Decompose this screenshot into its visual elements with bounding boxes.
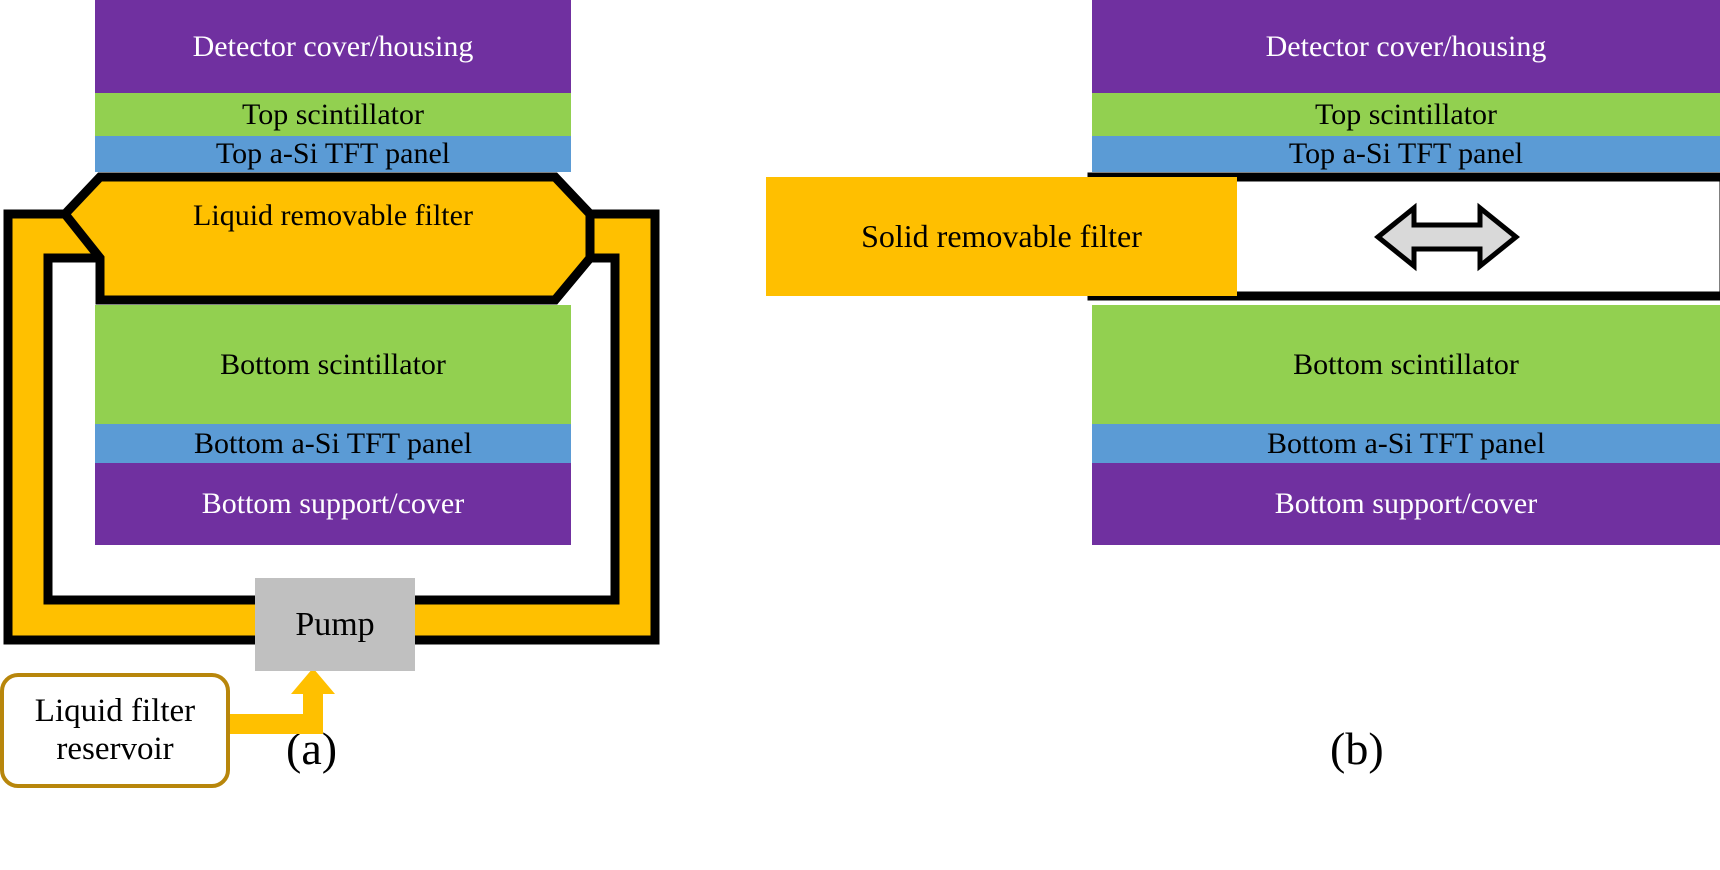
panel-a-layer-bottom-tft-panel: Bottom a-Si TFT panel [95,424,571,463]
panel-a-label-bottom-scintillator: Bottom scintillator [220,347,446,381]
reservoir-label-line1: Liquid filter [34,692,196,729]
double-headed-slide-arrow-shape [1374,202,1520,272]
panel-b-label-top-tft-panel: Top a-Si TFT panel [1288,137,1524,170]
panel-b-layer-detector-cover-housing: Detector cover/housing [1092,0,1720,93]
panel-a-label-bottom-support-cover: Bottom support/cover [201,487,465,520]
panel-b-label-solid-removable-filter: Solid removable filter [861,218,1142,254]
panel-a-label-liquid-removable-filter: Liquid removable filter [193,199,473,232]
panel-b-layer-bottom-scintillator: Bottom scintillator [1092,305,1720,424]
panel-b-layer-top-tft-panel: Top a-Si TFT panel [1092,136,1720,172]
panel-a-label-top-tft-panel: Top a-Si TFT panel [215,137,451,170]
panel-b-label-bottom-scintillator: Bottom scintillator [1293,347,1519,381]
reservoir-label-line2: reservoir [56,730,174,767]
panel-b-label-bottom-tft-panel: Bottom a-Si TFT panel [1266,426,1546,460]
panel-b-layer-bottom-support-cover: Bottom support/cover [1092,463,1720,545]
panel-a-pump[interactable]: Pump [255,578,415,671]
panel-a-layer-bottom-scintillator: Bottom scintillator [95,305,571,424]
panel-a-layer-top-tft-panel: Top a-Si TFT panel [95,136,571,172]
panel-b-layer-top-scintillator: Top scintillator [1092,93,1720,136]
panel-a-layer-detector-cover-housing: Detector cover/housing [95,0,571,93]
panel-a-caption: (a) [286,723,338,774]
panel-a-label-bottom-tft-panel: Bottom a-Si TFT panel [193,426,473,460]
panel-b-label-bottom-support-cover: Bottom support/cover [1274,487,1538,520]
panel-b-layer-bottom-tft-panel: Bottom a-Si TFT panel [1092,424,1720,463]
panel-a-label-top-scintillator: Top scintillator [241,97,425,131]
panel-b-label-detector-cover-housing: Detector cover/housing [1265,29,1547,63]
panel-b-label-top-scintillator: Top scintillator [1314,97,1498,131]
panel-a-liquid-filter-reservoir[interactable]: Liquid filter reservoir [0,673,230,788]
panel-b-caption: (b) [1330,723,1384,774]
panel-a-pump-label: Pump [295,605,375,643]
panel-a-layer-bottom-support-cover: Bottom support/cover [95,463,571,545]
panel-a-label-detector-cover-housing: Detector cover/housing [192,29,474,63]
panel-a-layer-top-scintillator: Top scintillator [95,93,571,136]
panel-b-solid-removable-filter[interactable]: Solid removable filter [766,177,1237,296]
